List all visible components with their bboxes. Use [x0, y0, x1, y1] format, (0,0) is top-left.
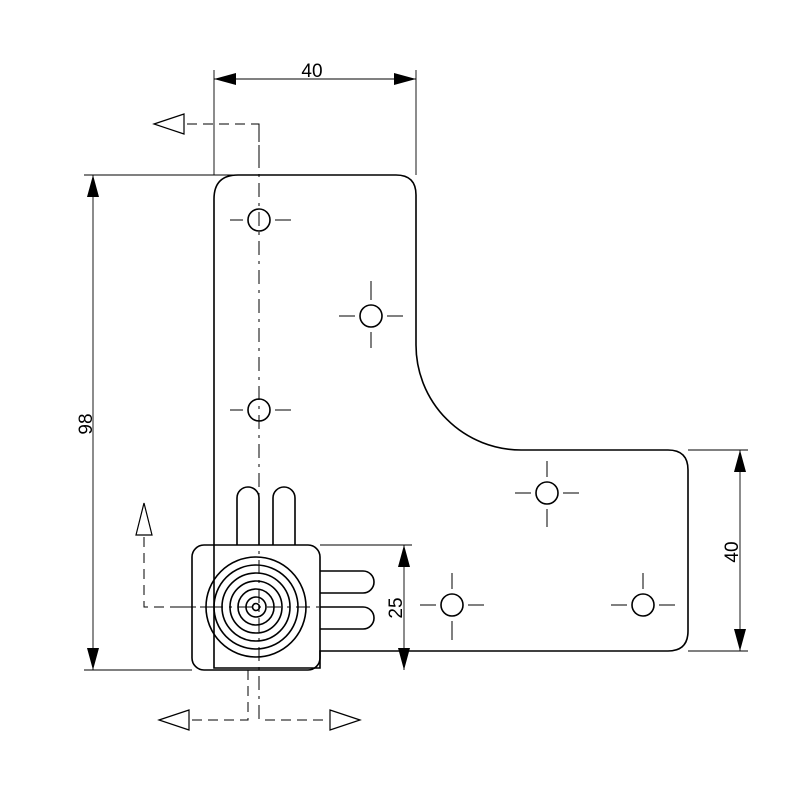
dimension-top-width: 40: [213, 61, 417, 175]
dimension-total-height: 98: [76, 174, 238, 671]
dimension-block-height-label: 25: [386, 597, 407, 618]
mounting-hole-6: [611, 573, 675, 617]
mounting-hole-2: [339, 281, 403, 348]
mounting-hole-5: [420, 573, 484, 640]
mounting-hole-1: [230, 208, 291, 232]
dimension-block-height: 25: [320, 544, 412, 670]
mounting-hole-3: [230, 398, 291, 422]
motion-path-bottom: [157, 670, 362, 731]
dimension-right-height-label: 40: [722, 541, 743, 562]
top-slots: [236, 486, 296, 545]
sensor-block: [180, 544, 330, 671]
dimension-right-height: 40: [688, 449, 748, 652]
mounting-hole-4: [515, 461, 579, 527]
right-slots: [320, 570, 375, 630]
plate-outline: [213, 174, 689, 669]
dimension-top-width-label: 40: [301, 61, 322, 82]
motion-path-top: [152, 113, 260, 160]
dimension-total-height-label: 98: [76, 413, 97, 434]
motion-path-left: [135, 502, 210, 608]
